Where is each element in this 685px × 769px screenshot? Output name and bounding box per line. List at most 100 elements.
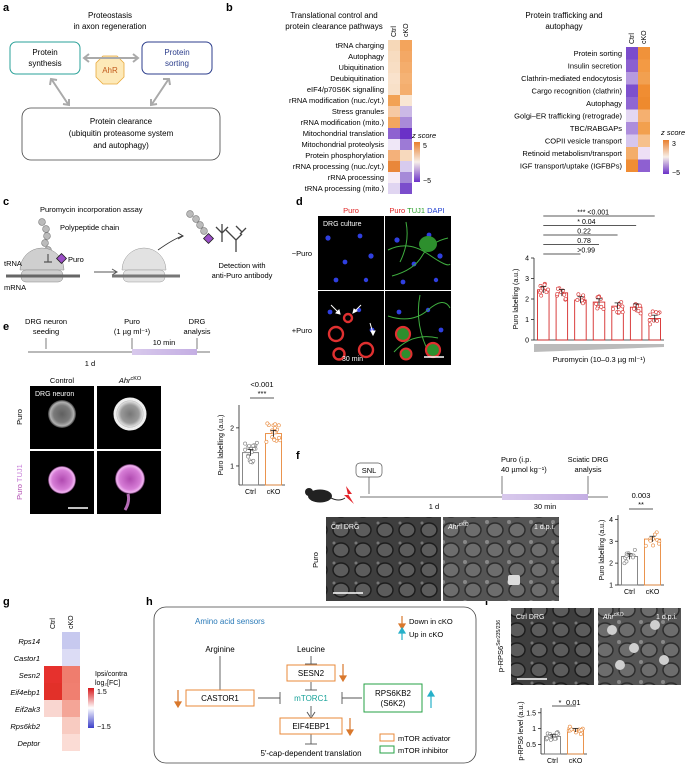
g-row-label: Sesn2 bbox=[19, 671, 41, 680]
panel-letters: a b c d e f g h i bbox=[3, 2, 488, 608]
b-right-cell bbox=[626, 134, 638, 147]
chartF-point bbox=[648, 538, 653, 543]
b-left-row-label: rRNA modification (nuc./cyt.) bbox=[289, 96, 385, 105]
panel-letter-f: f bbox=[296, 450, 300, 462]
chartD-point bbox=[611, 307, 616, 311]
b-right-cell bbox=[626, 97, 638, 110]
chartE-point bbox=[251, 443, 256, 448]
g-cell bbox=[44, 717, 62, 734]
g-cell bbox=[44, 666, 62, 683]
b-left-title-line1: Translational control and bbox=[290, 11, 377, 20]
c-title: Puromycin incorporation assay bbox=[40, 205, 143, 214]
b-right-cell bbox=[626, 59, 638, 72]
chartE-x-tick-label: cKO bbox=[267, 489, 281, 496]
e-ahr-gene: Ahr bbox=[118, 376, 131, 385]
chartF-point bbox=[624, 559, 629, 564]
b-left-cell bbox=[400, 183, 412, 194]
chartE-point bbox=[255, 440, 259, 445]
a-synthesis-box bbox=[9, 41, 81, 75]
b-left-row-label: Protein phosphorylation bbox=[305, 151, 384, 160]
chartE-y-label: Puro labelling (a.u.) bbox=[218, 415, 225, 476]
b-left-row-label: rRNA processing (nuc./cyt.) bbox=[293, 162, 385, 171]
f-mouse-tail bbox=[330, 497, 346, 501]
b-left-cell bbox=[400, 73, 412, 84]
i-ctrl-drg-label: Ctrl DRG bbox=[516, 614, 544, 621]
a-synthesis-line2: synthesis bbox=[28, 59, 61, 68]
c-puro-diamond bbox=[55, 252, 68, 265]
h-rps6kb2-line1: RPS6KB2 bbox=[375, 689, 412, 698]
f-ahr-gene: Ahr bbox=[447, 524, 460, 531]
a-title-line2: in axon regeneration bbox=[74, 22, 147, 31]
chartD-point bbox=[638, 311, 643, 316]
h-inhibition-lines bbox=[214, 656, 362, 745]
chartF-bar bbox=[621, 556, 639, 586]
chartI-point bbox=[554, 730, 559, 735]
b-right-title-line1: Protein trafficking and bbox=[525, 11, 602, 20]
chartF-point bbox=[651, 543, 655, 548]
b-right-legend: z score 3 −5 bbox=[660, 128, 685, 177]
c-released-chain bbox=[186, 210, 208, 235]
e-drg-neuron-label: DRG neuron bbox=[35, 391, 74, 398]
b-left-row-label: rRNA modification (mito.) bbox=[301, 118, 385, 127]
chartF-point bbox=[643, 543, 648, 548]
g-cell bbox=[62, 649, 80, 666]
e-puro-line2: (1 µg ml⁻¹) bbox=[114, 327, 151, 336]
e-pval: <0.001 bbox=[250, 380, 273, 389]
g-cell bbox=[62, 632, 80, 649]
c-chain-label: Polypeptide chain bbox=[60, 223, 119, 232]
h-sesn2: SESN2 bbox=[298, 669, 325, 678]
b-left-row-label: Autophagy bbox=[348, 52, 384, 61]
i-ahr-sup: cKO bbox=[614, 612, 624, 618]
g-cell bbox=[44, 683, 62, 700]
f-puro-line1: Puro (i.p. bbox=[501, 455, 531, 464]
g-cell bbox=[44, 632, 62, 649]
chartI-x-tick-label: cKO bbox=[569, 758, 583, 765]
b-left-cell bbox=[400, 106, 412, 117]
g-legend-min: −1.5 bbox=[97, 724, 111, 731]
f-bright-cell bbox=[508, 575, 520, 585]
chartI-y-label: p-RPS6 level (a.u.) bbox=[518, 701, 525, 760]
chartD-point bbox=[632, 306, 636, 311]
b-right-cell bbox=[638, 72, 650, 85]
e-timeline-bar bbox=[132, 349, 197, 355]
e-10min-label: 10 min bbox=[153, 338, 176, 347]
chartF-y-tick-label: 2 bbox=[609, 561, 613, 568]
d-drg-culture-label: DRG culture bbox=[323, 221, 362, 228]
chartF-y-tick-label: 3 bbox=[609, 539, 613, 546]
b-left-legend: z score 5 −5 bbox=[411, 131, 436, 185]
a-clearance-line1: Protein clearance bbox=[90, 117, 153, 126]
b-right-cell bbox=[638, 109, 650, 122]
e-analysis-line1: DRG bbox=[189, 317, 206, 326]
b-left-cell bbox=[388, 161, 400, 172]
panel-i: Ctrl DRG AhrcKO 1 d.p.i. p-RPS6Ser235/23… bbox=[496, 608, 681, 765]
b-left-cell bbox=[388, 183, 400, 194]
chartE-bar bbox=[241, 452, 259, 486]
chartD-point bbox=[562, 292, 567, 297]
i-row-label-main: p-RPS6 bbox=[496, 646, 505, 672]
b-left-cell bbox=[388, 84, 400, 95]
e-row-merge-puro: Puro bbox=[15, 484, 24, 500]
b-left-row-label: Mitochondrial proteolysis bbox=[301, 140, 384, 149]
h-castor1-box bbox=[185, 689, 255, 707]
h-mtorc1: mTORC1 bbox=[294, 694, 328, 703]
chartD-point bbox=[648, 322, 652, 327]
panel-f: SNL Puro (i.p. 40 µmol kg⁻¹) Sciatic DRG… bbox=[305, 455, 664, 601]
b-left-cell bbox=[400, 95, 412, 106]
b-right-row-label: Insulin secretion bbox=[568, 62, 622, 71]
d-header-merge-dapi: DAPI bbox=[427, 206, 445, 215]
f-img-ctrl bbox=[326, 517, 441, 601]
c-ribosome-large-left bbox=[19, 247, 65, 271]
f-pval: 0.003 bbox=[632, 491, 651, 500]
b-left-cell bbox=[388, 95, 400, 106]
i-ahr-label: AhrcKO bbox=[602, 612, 624, 621]
chartD-point bbox=[596, 295, 601, 300]
g-legend-title-2: log₂[FC] bbox=[95, 680, 120, 687]
chartD-point bbox=[595, 306, 600, 311]
i-row-label: p-RPS6Ser235/236 bbox=[496, 620, 505, 672]
chartF-x-tick-label: cKO bbox=[646, 589, 660, 596]
chartF-y-tick-label: 1 bbox=[609, 583, 613, 590]
c-antibody bbox=[215, 224, 247, 252]
h-sesn2-box bbox=[286, 664, 336, 682]
panel-letter-g: g bbox=[3, 596, 10, 608]
